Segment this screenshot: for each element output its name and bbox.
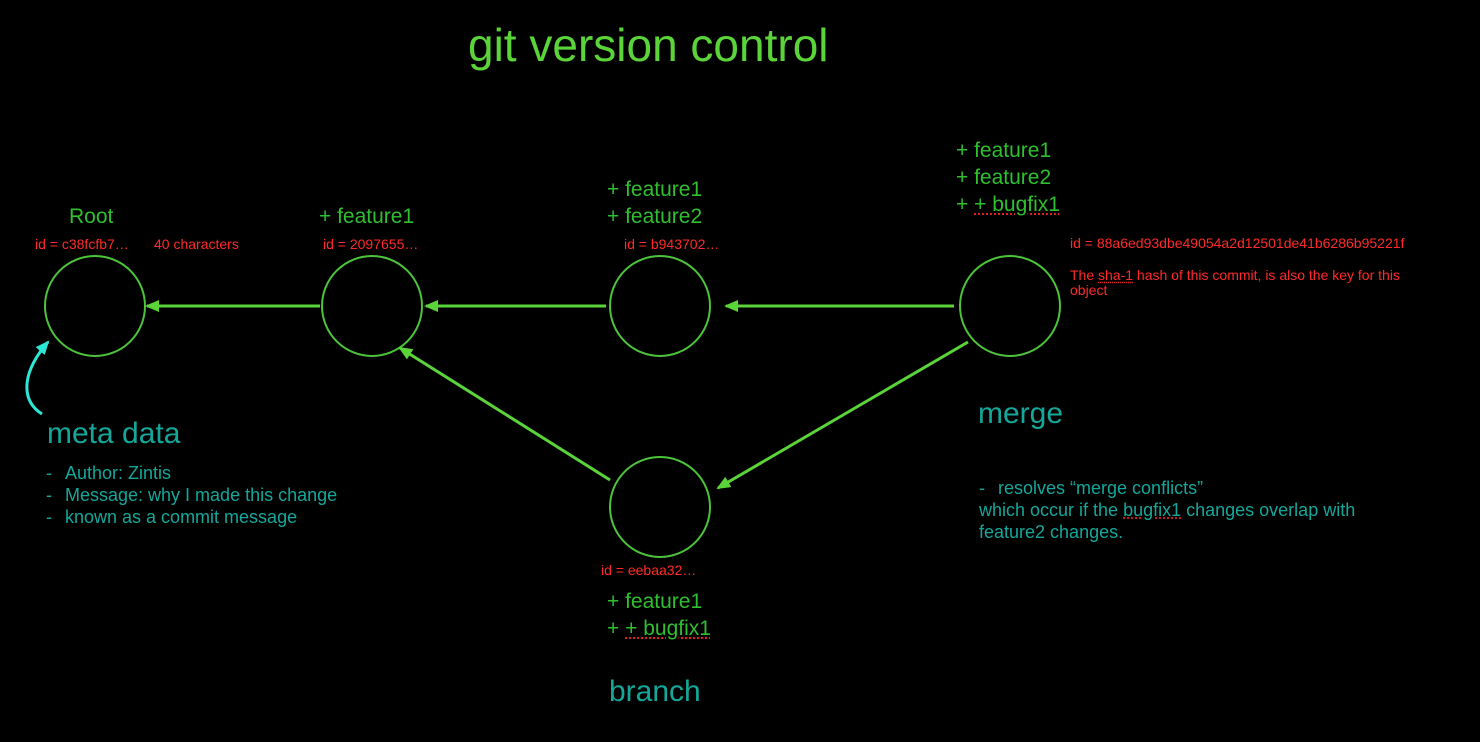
merge-change-3: + + bugfix1 (956, 193, 1060, 216)
merge-bugfix1-word: + bugfix1 (974, 193, 1060, 216)
meta-item-message: -Message: why I made this change (46, 485, 338, 505)
arrow-merge-to-branch (716, 340, 969, 490)
commit-node-feature1[interactable] (321, 255, 423, 357)
commit-feature2-change-2: + feature2 (607, 205, 703, 228)
branch-bugfix1-word: + bugfix1 (625, 617, 711, 640)
branch-heading: branch (609, 675, 701, 708)
merge-heading: merge (978, 397, 1064, 430)
merge-change-1: + feature1 (956, 139, 1052, 162)
hash-note-sha1: sha-1 (1098, 267, 1134, 283)
hash-note-text-a: The (1070, 267, 1099, 283)
merge-change-2: + feature2 (956, 166, 1052, 189)
arrow-branch-to-c2 (398, 346, 611, 482)
hash-note-text-c: hash of this commit, is also the key for… (1133, 267, 1400, 283)
commit-feature2-id: id = b943702… (624, 236, 720, 252)
meta-data-list: -Author: Zintis -Message: why I made thi… (46, 462, 337, 528)
commit-node-root[interactable] (44, 255, 146, 357)
root-label: Root (69, 205, 114, 228)
meta-data-heading: meta data (47, 417, 181, 450)
root-id: id = c38fcfb7… (35, 236, 129, 252)
meta-item-commit-message: -known as a commit message (46, 507, 298, 527)
commit-node-merge[interactable] (959, 255, 1061, 357)
commit-node-branch[interactable] (609, 456, 711, 558)
meta-item-author: -Author: Zintis (46, 463, 172, 483)
merge-desc-line1: -resolves “merge conflicts” (979, 478, 1204, 498)
merge-hash-note: The sha-1 hash of this commit, is also t… (1070, 268, 1400, 298)
branch-change-1: + feature1 (607, 590, 703, 613)
metadata-pointer-arrow (25, 340, 50, 416)
root-id-note: 40 characters (154, 236, 239, 252)
merge-commit-id: id = 88a6ed93dbe49054a2d12501de41b6286b9… (1070, 235, 1405, 251)
branch-commit-id: id = eebaa32… (601, 562, 697, 578)
commit-feature2-change-1: + feature1 (607, 178, 703, 201)
page-title: git version control (468, 19, 829, 71)
commit-feature1-change: + feature1 (319, 205, 415, 228)
commit-feature1-id: id = 2097655… (323, 236, 419, 252)
hash-note-line2: object (1070, 282, 1108, 298)
merge-description: -resolves “merge conflicts” which occur … (979, 477, 1355, 543)
merge-desc-line2: which occur if the bugfix1 changes overl… (979, 500, 1356, 520)
commit-node-feature2[interactable] (609, 255, 711, 357)
branch-change-2: + + bugfix1 (607, 617, 711, 640)
merge-desc-line3: feature2 changes. (979, 522, 1124, 542)
merge-desc-bugfix1: bugfix1 (1123, 500, 1182, 520)
